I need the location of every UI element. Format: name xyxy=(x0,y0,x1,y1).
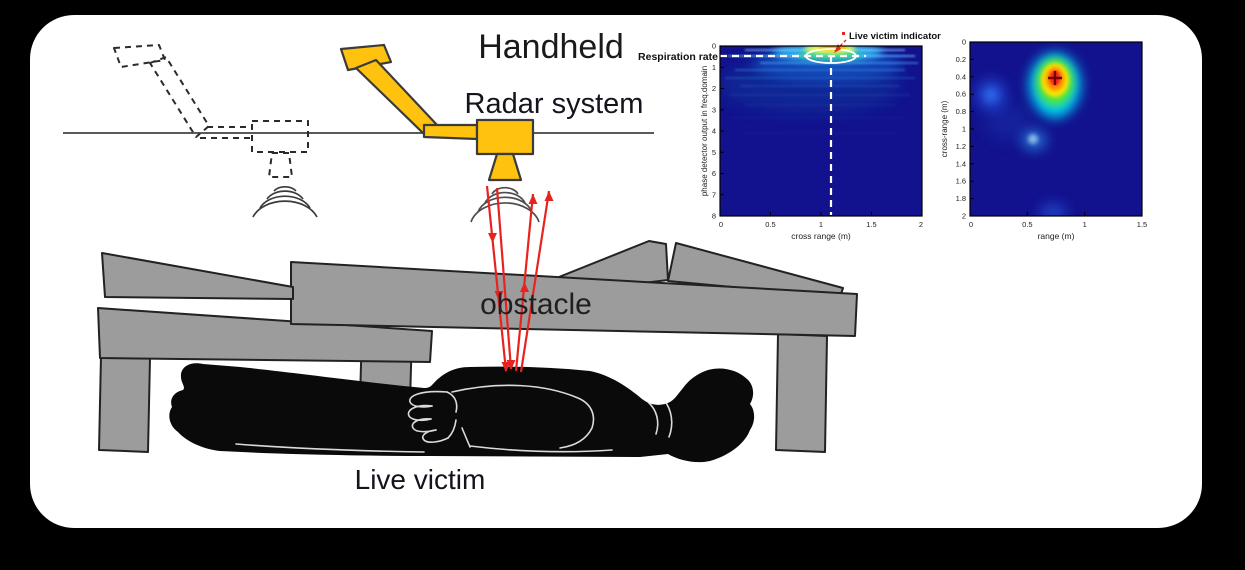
live-victim-indicator-label: Live victim indicator xyxy=(849,31,941,42)
xtick: 0.5 xyxy=(1022,220,1032,229)
ytick: 2 xyxy=(962,212,966,221)
radar-image-ytick-labels: 0 0.2 0.4 0.6 0.8 1 1.2 1.4 1.6 1.8 2 xyxy=(956,38,966,221)
ghost-shaft xyxy=(149,56,210,138)
handheld-radar-device xyxy=(339,43,535,182)
hand-finger-line xyxy=(421,429,449,443)
ytick: 6 xyxy=(712,169,716,178)
spectrum-plot: Respiration rate Live victim indicator p… xyxy=(638,31,941,241)
ytick: 1.6 xyxy=(956,177,966,186)
collar-line xyxy=(663,399,673,438)
ytick: 0.8 xyxy=(956,107,966,116)
victim-silhouette xyxy=(169,363,755,463)
rubble-left-wedge xyxy=(101,252,294,300)
beam-arrowheads xyxy=(488,191,554,372)
radar-image-xtick-labels: 0 0.5 1 1.5 xyxy=(969,220,1147,229)
xtick: 1 xyxy=(819,220,823,229)
ytick: 1.8 xyxy=(956,194,966,203)
ytick: 3 xyxy=(712,105,716,114)
ghost-antenna-horn xyxy=(268,152,293,178)
hand-finger-line xyxy=(407,404,433,422)
ytick: 4 xyxy=(712,127,716,136)
title-handheld: Handheld xyxy=(478,28,624,66)
rubble-leg-right xyxy=(775,333,828,453)
respiration-rate-label: Respiration rate xyxy=(638,51,718,63)
rubble-obstacle xyxy=(97,240,858,453)
xtick: 1.5 xyxy=(1137,220,1147,229)
radar-image-plot: cross-range (m) range (m) 0 0.2 0.4 0.6 … xyxy=(940,38,1147,242)
arrowhead-down xyxy=(488,233,497,243)
obstacle-label: obstacle xyxy=(480,288,592,321)
arrowhead-up xyxy=(544,191,554,201)
xtick: 0 xyxy=(969,220,973,229)
subtitle-radar-system: Radar system xyxy=(465,88,644,120)
live-victim-label: Live victim xyxy=(355,464,486,495)
wave-arc xyxy=(477,196,533,213)
radar-image-xlabel: range (m) xyxy=(1038,231,1075,241)
spectrum-xlabel: cross range (m) xyxy=(791,231,851,241)
wave-arc xyxy=(266,190,304,200)
xtick: 0 xyxy=(719,220,723,229)
ytick: 5 xyxy=(712,148,716,157)
beam-up xyxy=(519,190,551,373)
ghost-radar-device xyxy=(113,44,318,218)
radar-beams xyxy=(485,185,554,373)
arm-sleeve-line xyxy=(451,384,595,449)
collar-line xyxy=(647,401,659,435)
ghost-radar-box xyxy=(251,120,309,153)
belly-line xyxy=(469,445,613,453)
ghost-radio-waves xyxy=(252,186,318,218)
arrowhead-up xyxy=(520,282,529,292)
ytick: 0.2 xyxy=(956,55,966,64)
device-radar-box xyxy=(475,118,535,156)
sleeve-cuff-line xyxy=(461,427,471,448)
beam-down xyxy=(495,187,513,370)
spectrum-ylabel: phase detector output in freq.domain xyxy=(700,66,709,196)
victim-outline-details xyxy=(235,384,673,453)
xtick: 1.5 xyxy=(866,220,876,229)
ytick: 1 xyxy=(712,63,716,72)
wave-arc xyxy=(470,202,540,223)
leg-crease-line xyxy=(235,443,425,453)
wave-arc xyxy=(259,195,311,209)
obstacle-plank xyxy=(290,261,858,337)
ytick: 0 xyxy=(712,42,716,51)
ytick: 7 xyxy=(712,190,716,199)
ytick: 0 xyxy=(962,38,966,47)
radar-image-tick-marks xyxy=(970,58,1086,216)
xtick: 0.5 xyxy=(765,220,775,229)
ytick: 8 xyxy=(712,212,716,221)
spectrum-tick-marks xyxy=(720,66,872,216)
ytick: 0.4 xyxy=(956,72,966,81)
wave-arc xyxy=(273,186,297,192)
ytick: 0.6 xyxy=(956,90,966,99)
ytick: 1 xyxy=(962,125,966,134)
hand-palm-line xyxy=(446,391,458,439)
radar-image-ylabel: cross-range (m) xyxy=(940,100,949,157)
radar-image-blobs xyxy=(975,53,1081,216)
device-antenna-horn xyxy=(487,152,523,182)
indicator-marker xyxy=(842,32,845,35)
arrowhead-down xyxy=(506,360,516,370)
ytick: 1.2 xyxy=(956,142,966,151)
arrowhead-down xyxy=(494,291,504,301)
wave-arc xyxy=(491,186,519,195)
spectrum-xtick-labels: 0 0.5 1 1.5 2 xyxy=(719,220,923,229)
peak-cross-marker xyxy=(1048,71,1062,85)
xtick: 1 xyxy=(1083,220,1087,229)
wave-arc xyxy=(252,200,318,218)
ghost-handle xyxy=(113,44,166,68)
ytick: 1.4 xyxy=(956,159,966,168)
ytick: 2 xyxy=(712,84,716,93)
peak-ellipse xyxy=(805,48,857,64)
device-arm xyxy=(422,123,479,141)
beam-down xyxy=(485,185,508,372)
arrowhead-down xyxy=(501,362,511,372)
xtick: 2 xyxy=(919,220,923,229)
rubble-leg-left xyxy=(98,355,151,453)
hand-finger-line xyxy=(409,390,448,408)
arrowhead-up xyxy=(528,194,538,204)
spectrum-ytick-labels: 0 1 2 3 4 5 6 7 8 xyxy=(712,42,716,221)
